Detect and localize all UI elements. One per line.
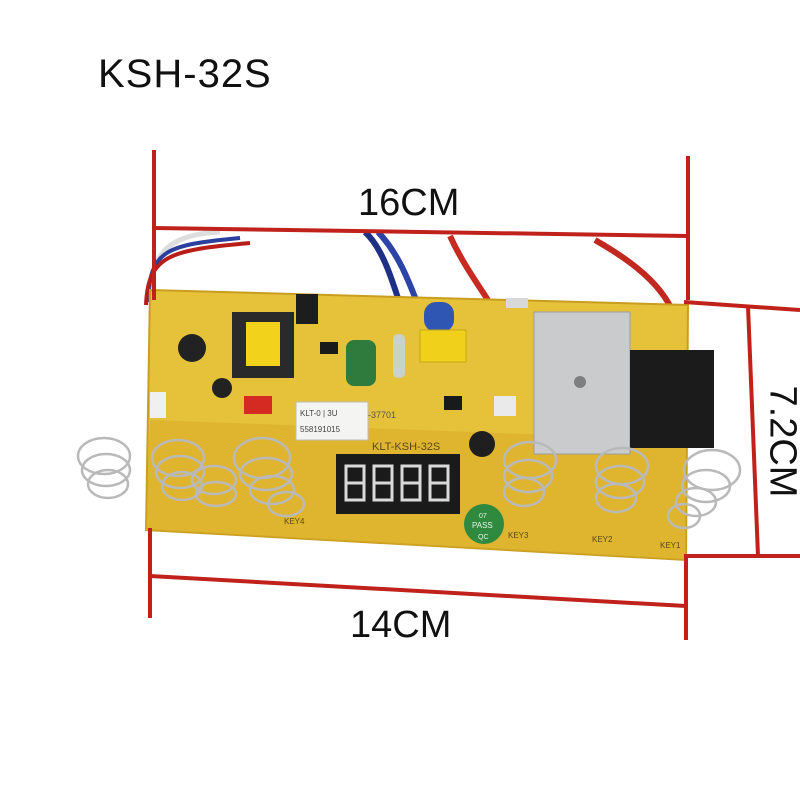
led-digits: [344, 464, 450, 502]
heatsink-screw: [574, 376, 586, 388]
transformer-core: [246, 322, 280, 366]
sticker: [295, 401, 369, 441]
resistor: [393, 334, 405, 378]
spring-4: [232, 436, 306, 518]
part-code: -37701: [368, 410, 396, 420]
connector-red: [244, 396, 272, 414]
sticker-code: 558191015: [300, 425, 341, 434]
key-label-1: KEY1: [660, 541, 681, 550]
dim-side-top: [683, 300, 800, 312]
spring-3: [190, 464, 238, 508]
sensor-white: [494, 396, 516, 416]
touch-springs: [76, 436, 742, 530]
height-side-label: 7.2CM: [761, 385, 800, 498]
dimension-lines: [148, 150, 800, 640]
key-label-4: KEY4: [284, 517, 305, 526]
capacitor-1: [178, 334, 206, 362]
key-label-3: KEY3: [508, 531, 529, 540]
dim-bottom-line: [149, 574, 687, 608]
buzzer: [469, 431, 495, 457]
wire-red-left: [144, 241, 251, 306]
capacitor-2: [212, 378, 232, 398]
spring-6: [594, 446, 650, 514]
capacitor-3: [296, 294, 318, 324]
connector-white: [150, 392, 166, 418]
ic-1: [320, 342, 338, 354]
relay: [630, 350, 714, 448]
fuse: [506, 298, 528, 308]
qc-pass-stamp: [464, 504, 504, 544]
spring-1: [76, 436, 132, 500]
product-title: KSH-32S: [98, 52, 272, 96]
sticker-text: KLT-0 | 3U: [300, 409, 338, 418]
dim-side-line: [746, 305, 760, 557]
qc-stamp-number: 07: [479, 513, 487, 520]
capacitor-yellow: [419, 329, 467, 363]
capacitor-green: [346, 340, 376, 386]
ic-2: [444, 396, 462, 410]
width-bottom-label: 14CM: [350, 604, 452, 646]
spring-7: [666, 448, 742, 530]
capacitor-blue: [424, 302, 454, 332]
dim-top-line: [153, 226, 689, 238]
key-label-2: KEY2: [592, 535, 613, 544]
qc-stamp-qc: QC: [478, 534, 489, 541]
width-top-label: 16CM: [358, 182, 460, 224]
spring-5: [502, 440, 558, 508]
board-model-label: KLT-KSH-32S: [372, 441, 440, 453]
qc-pass-text: PASS: [472, 521, 493, 530]
